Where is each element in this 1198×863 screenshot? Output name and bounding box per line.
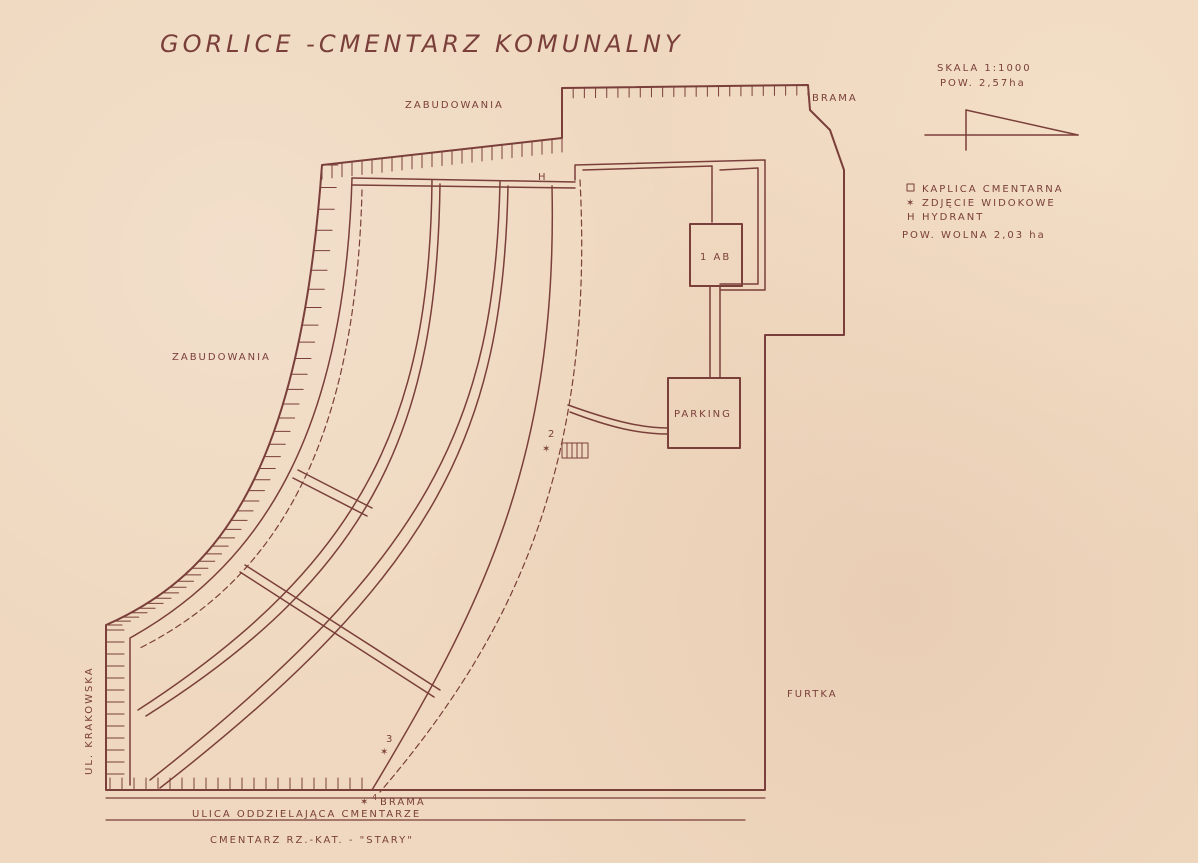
street-left-label: UL. KRAKOWSKA [84, 666, 95, 775]
building-1ab-label: 1 AB [700, 252, 731, 263]
map-title: GORLICE -CMENTARZ KOMUNALNY [160, 30, 684, 58]
stairs [561, 442, 589, 459]
parking-label: PARKING [674, 409, 732, 420]
buildings-left-label: ZABUDOWANIA [172, 352, 271, 363]
hydrant-h-icon: H [907, 212, 917, 223]
gate-bottom-label: BRAMA [380, 797, 426, 808]
legend-chapel: KAPLICA CMENTARNA [922, 184, 1064, 195]
north-arrow-icon [924, 109, 1079, 151]
hydrant-mark: H [538, 172, 548, 183]
scale-label: SKALA 1:1000 [937, 63, 1032, 74]
cemetery-boundary [105, 84, 845, 791]
alleys [129, 159, 766, 793]
street-bottom-label: ULICA ODDZIELAJĄCA CMENTARZE [192, 809, 421, 820]
building-1ab [689, 223, 743, 287]
view-2-star-icon: ✶ [542, 444, 552, 455]
total-area-label: POW. 2,57ha [940, 78, 1026, 89]
gate-top-label: BRAMA [812, 93, 858, 104]
parking-area [667, 377, 741, 449]
gate-bottom-star-icon: ✶ [360, 797, 370, 808]
view-3-star-icon: ✶ [380, 747, 390, 758]
legend-photo: ZDJĘCIE WIDOKOWE [922, 198, 1056, 209]
boundary-hatching [105, 84, 809, 791]
view-2-number: 2 [548, 429, 556, 440]
legend-hydrant: HYDRANT [922, 212, 984, 223]
view-3-number: 3 [386, 734, 394, 745]
legend-free-area: POW. WOLNA 2,03 ha [902, 230, 1046, 241]
buildings-top-label: ZABUDOWANIA [405, 100, 504, 111]
old-cemetery-label: CMENTARZ RZ.-KAT. - "STARY" [210, 835, 414, 846]
chapel-square-icon [906, 183, 915, 192]
wicket-label: FURTKA [787, 689, 838, 700]
legend: KAPLICA CMENTARNA ✶ ZDJĘCIE WIDOKOWE H H… [902, 183, 1064, 241]
photo-star-icon: ✶ [906, 198, 916, 209]
